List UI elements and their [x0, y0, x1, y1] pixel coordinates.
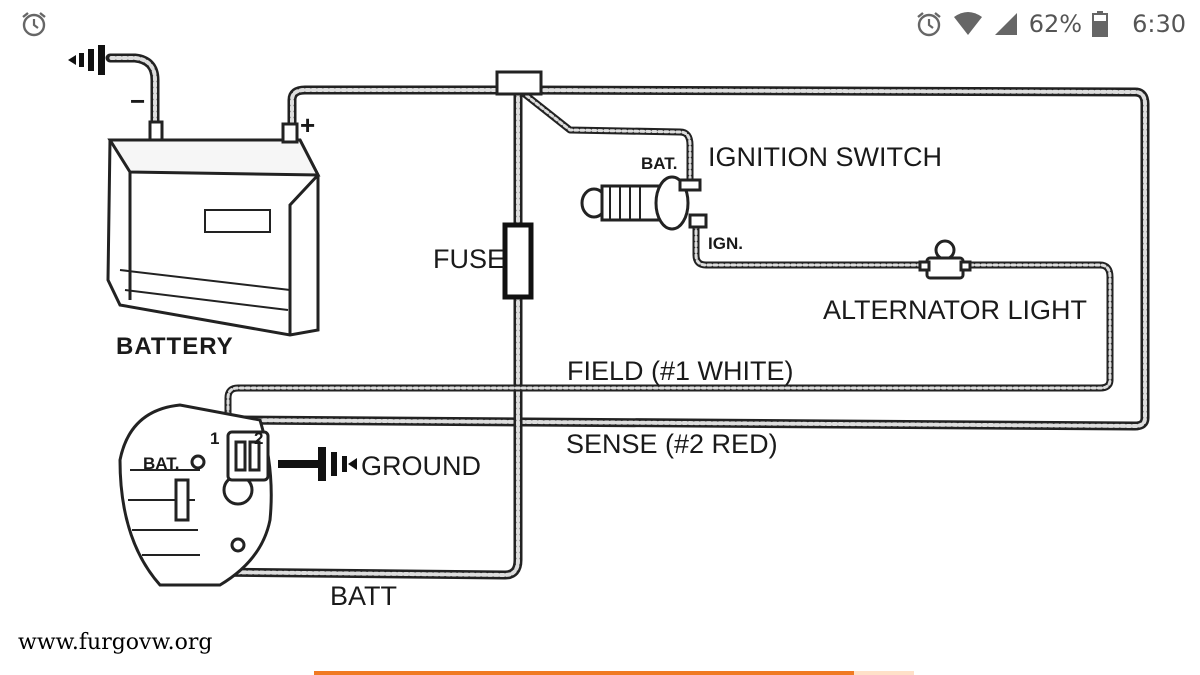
alternator-light-icon [918, 239, 972, 280]
wire-sense-loop [225, 85, 1150, 431]
watermark: www.furgovw.org [18, 630, 213, 655]
field-wire-label: FIELD (#1 WHITE) [567, 356, 794, 386]
battery-ground-symbol-icon [68, 45, 105, 75]
alternator-icon [118, 403, 273, 587]
alarm-icon [917, 12, 941, 37]
wire-battery-plus [287, 85, 525, 145]
wire-ignition-light [692, 221, 929, 269]
alternator-bat-label: BAT. [143, 454, 180, 473]
wire-battery-minus [105, 53, 160, 133]
ignition-switch-label: IGNITION SWITCH [708, 142, 942, 172]
ign-label: IGN. [708, 234, 743, 253]
ignition-switch-icon [580, 175, 708, 231]
progress-fill [314, 671, 854, 675]
terminal-2-label: 2 [254, 429, 263, 448]
ground-label: GROUND [361, 451, 481, 481]
fuse-label: FUSE [433, 244, 505, 274]
battery-icon [106, 120, 321, 337]
splice-block [495, 70, 543, 96]
sense-wire-label: SENSE (#2 RED) [566, 429, 778, 459]
battery-minus-label: − [130, 86, 145, 116]
battery-plus-label: + [300, 110, 315, 140]
switch-bat-label: BAT. [641, 154, 678, 173]
battery-percent: 62% [1028, 10, 1083, 38]
clock-time: 6:30 [1132, 10, 1186, 38]
battery-icon [1092, 11, 1109, 37]
alarm-icon [22, 12, 46, 37]
battery-label: BATTERY [116, 333, 234, 360]
alternator-light-label: ALTERNATOR LIGHT [823, 295, 1087, 325]
alternator-ground-symbol-icon [278, 447, 357, 481]
terminal-1-label: 1 [210, 429, 219, 448]
status-icons: 62% 6:30 [915, 6, 1186, 42]
batt-wire-label: BATT [330, 581, 397, 611]
wifi-icon [953, 12, 982, 35]
fuse-icon [502, 222, 534, 300]
signal-icon [994, 13, 1017, 35]
progress-bar [314, 671, 914, 675]
wire-field [224, 261, 1114, 444]
wire-ignition-bat [518, 88, 694, 184]
status-bar: 62% 6:30 [0, 0, 1200, 48]
